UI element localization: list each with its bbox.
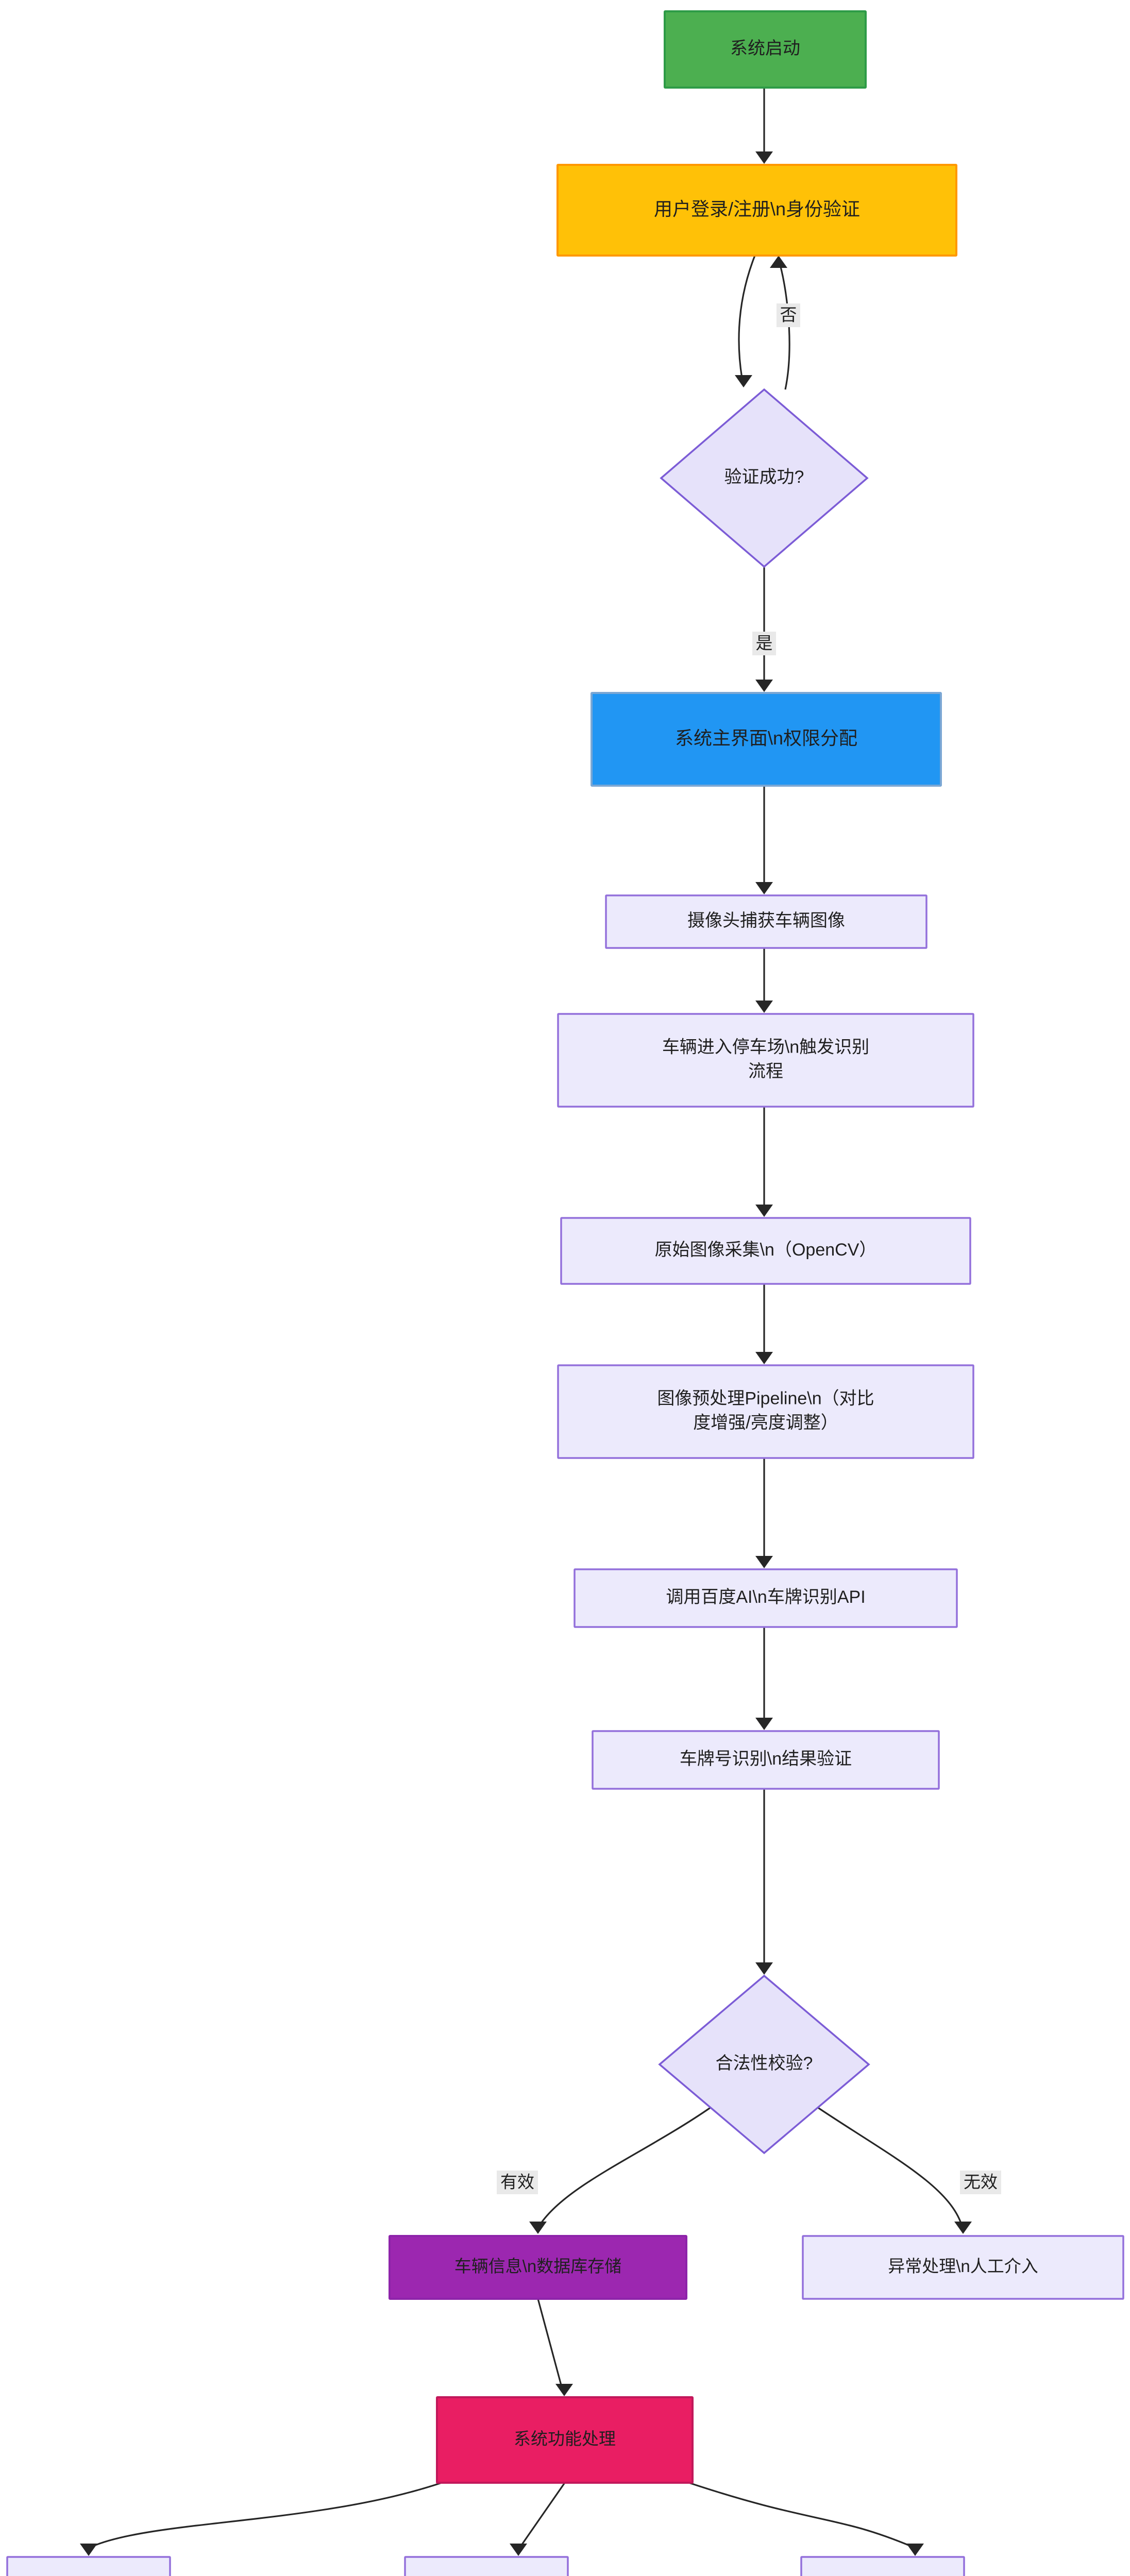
edges-layer bbox=[80, 88, 972, 2556]
node-authcheck[interactable]: 验证成功? bbox=[660, 388, 869, 568]
node-capture[interactable]: 原始图像采集\n（OpenCV） bbox=[560, 1217, 971, 1285]
edge-e4 bbox=[755, 567, 773, 692]
edge-e10 bbox=[755, 1627, 773, 1730]
svg-text:有效: 有效 bbox=[500, 2173, 534, 2192]
edge-e8 bbox=[755, 1284, 773, 1364]
node-legal[interactable]: 合法性校验? bbox=[658, 1974, 870, 2155]
node-shape-rect bbox=[6, 2556, 171, 2576]
edge-e5 bbox=[755, 786, 773, 894]
edge-e2 bbox=[735, 255, 756, 387]
node-shape-diamond bbox=[660, 388, 869, 568]
node-plate[interactable]: 车牌号识别\n结果验证 bbox=[592, 1730, 940, 1790]
node-camera[interactable]: 摄像头捕获车辆图像 bbox=[605, 894, 927, 949]
node-report[interactable]: 统计报表\n收入分析 bbox=[800, 2556, 965, 2576]
node-label-exception: 异常处理\n人工介入 bbox=[888, 2257, 1038, 2276]
node-label-baiduai: 调用百度AI\n车牌识别API bbox=[666, 1587, 865, 1607]
node-label-capture: 原始图像采集\n（OpenCV） bbox=[655, 1240, 877, 1260]
node-funcproc[interactable]: 系统功能处理 bbox=[436, 2396, 694, 2484]
node-label-preproc: 图像预处理Pipeline\n（对比度增强/亮度调整） bbox=[657, 1389, 874, 1433]
edge-e14 bbox=[537, 2298, 573, 2396]
node-label-start: 系统启动 bbox=[730, 39, 800, 58]
node-shape-rect bbox=[560, 1217, 971, 1285]
node-label-funcproc: 系统功能处理 bbox=[514, 2429, 616, 2448]
node-feecalc[interactable]: 收费计算\n时间计费 bbox=[404, 2556, 569, 2576]
svg-text:无效: 无效 bbox=[964, 2173, 998, 2192]
edge-e7 bbox=[755, 1107, 773, 1217]
node-auth[interactable]: 用户登录/注册\n身份验证 bbox=[556, 164, 957, 257]
node-preproc[interactable]: 图像预处理Pipeline\n（对比度增强/亮度调整） bbox=[557, 1364, 974, 1459]
node-label-plate: 车牌号识别\n结果验证 bbox=[680, 1749, 852, 1769]
node-parkmgmt[interactable]: 车位管理\n空位显示 bbox=[6, 2556, 171, 2576]
node-shape-rect bbox=[664, 10, 867, 89]
node-shape-rect bbox=[802, 2235, 1124, 2300]
edge-e12 bbox=[529, 2106, 712, 2234]
node-label-camera: 摄像头捕获车辆图像 bbox=[687, 911, 845, 930]
svg-text:否: 否 bbox=[780, 306, 797, 325]
node-label-dbstore: 车辆信息\n数据库存储 bbox=[454, 2257, 622, 2276]
edge-label-e4: 是 bbox=[752, 632, 776, 655]
node-exception[interactable]: 异常处理\n人工介入 bbox=[802, 2235, 1124, 2300]
edge-e6 bbox=[755, 948, 773, 1013]
node-label-mainui: 系统主界面\n权限分配 bbox=[675, 727, 857, 749]
node-label-auth: 用户登录/注册\n身份验证 bbox=[654, 198, 860, 219]
node-start[interactable]: 系统启动 bbox=[664, 10, 867, 89]
edge-e16 bbox=[510, 2482, 566, 2556]
node-label-authcheck: 验证成功? bbox=[724, 467, 804, 487]
node-enter[interactable]: 车辆进入停车场\n触发识别流程 bbox=[557, 1013, 974, 1108]
node-shape-rect bbox=[574, 1568, 958, 1628]
node-baiduai[interactable]: 调用百度AI\n车牌识别API bbox=[574, 1568, 958, 1628]
node-shape-rect bbox=[800, 2556, 965, 2576]
node-dbstore[interactable]: 车辆信息\n数据库存储 bbox=[389, 2235, 687, 2300]
edge-e15 bbox=[80, 2481, 444, 2556]
node-mainui[interactable]: 系统主界面\n权限分配 bbox=[591, 692, 942, 787]
edge-e13 bbox=[817, 2106, 972, 2234]
node-shape-rect bbox=[557, 1364, 974, 1459]
node-label-legal: 合法性校验? bbox=[716, 2054, 813, 2073]
edge-e9 bbox=[755, 1458, 773, 1568]
edge-label-e13: 无效 bbox=[960, 2171, 1001, 2194]
edge-e1 bbox=[755, 88, 773, 164]
edge-label-e3: 否 bbox=[777, 303, 800, 327]
node-shape-rect bbox=[605, 894, 927, 949]
node-shape-rect bbox=[404, 2556, 569, 2576]
edge-e17 bbox=[687, 2481, 924, 2556]
node-shape-rect bbox=[591, 692, 942, 787]
node-shape-rect bbox=[389, 2235, 687, 2300]
node-shape-rect bbox=[557, 1013, 974, 1108]
node-label-enter: 车辆进入停车场\n触发识别流程 bbox=[662, 1038, 869, 1081]
node-shape-rect bbox=[556, 164, 957, 257]
svg-text:是: 是 bbox=[756, 634, 773, 653]
node-shape-diamond bbox=[658, 1974, 870, 2155]
node-shape-rect bbox=[592, 1730, 940, 1790]
edge-label-e12: 有效 bbox=[497, 2171, 538, 2194]
node-shape-rect bbox=[436, 2396, 694, 2484]
edge-e11 bbox=[755, 1789, 773, 1975]
